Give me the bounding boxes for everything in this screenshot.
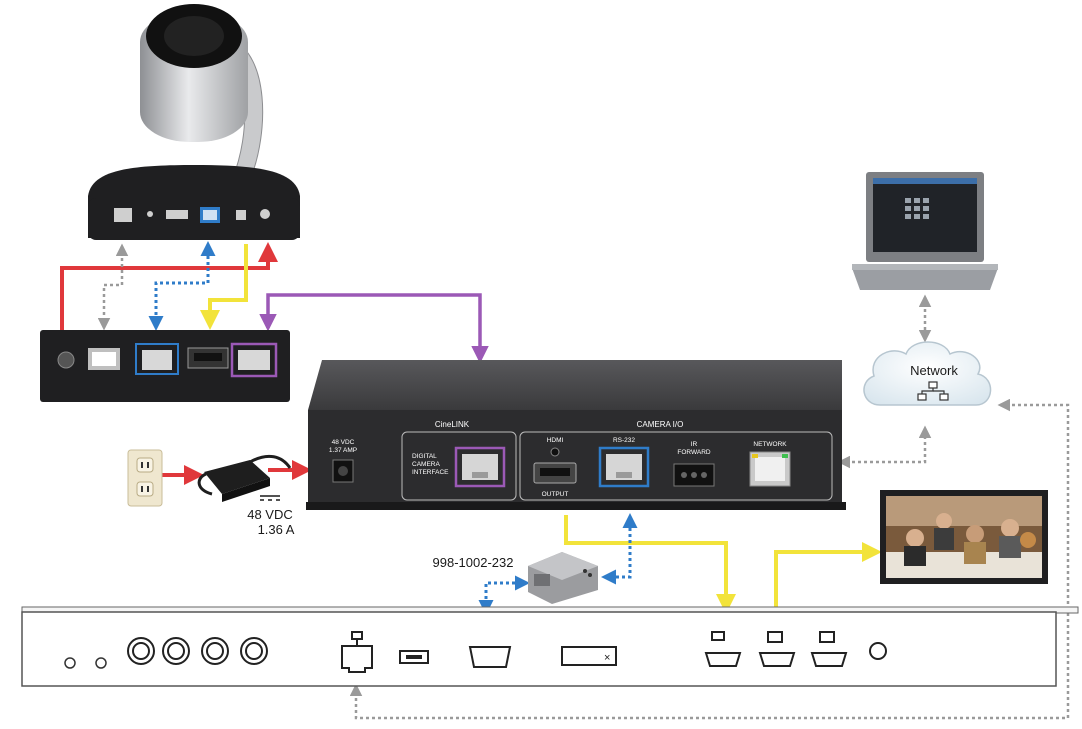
codec-jack-2	[95, 657, 107, 669]
digital-interface-line-2: CAMERA	[412, 461, 440, 468]
main-unit: 48 VDC 1.37 AMP CineLINK DIGITAL CAMERA …	[306, 360, 846, 510]
digital-interface-line-1: DIGITAL	[412, 453, 437, 460]
dc-symbol	[260, 495, 280, 501]
receiver-rs232-port	[135, 343, 179, 375]
codec-hdmi-ports	[704, 631, 848, 667]
rs232-label: RS-232	[613, 437, 635, 444]
network-topology-icon	[917, 381, 949, 401]
network-line-unit	[837, 425, 932, 469]
unit-rs232-port	[598, 446, 650, 488]
unit-power-label-1: 48 VDC	[332, 439, 355, 446]
hdmi-line-camera	[200, 244, 248, 330]
camera-base-ports	[114, 207, 270, 223]
codec-system: ×	[21, 606, 1079, 687]
ptz-camera-icon	[88, 4, 300, 240]
adapter-part-number: 998-1002-232	[433, 555, 514, 570]
power-supply-rating-1: 48 VDC	[247, 507, 293, 522]
receiver-power-jack	[57, 351, 75, 369]
ir-forward-line-1: IR	[691, 441, 698, 448]
svg-text:×: ×	[604, 652, 610, 664]
cinelink-line	[259, 293, 489, 364]
codec-power-button	[869, 642, 887, 660]
codec-jack-1	[64, 657, 76, 669]
power-supply-icon	[197, 454, 292, 502]
hdmi-label: HDMI	[547, 437, 564, 444]
network-line-camera	[97, 243, 129, 331]
hdmi-line-display	[774, 542, 882, 612]
digital-interface-line-3: INTERFACE	[412, 469, 449, 476]
connection-lines	[60, 241, 1070, 720]
power-line-camera	[60, 242, 278, 336]
cinelink-receiver	[40, 330, 290, 402]
camera-port-usb	[166, 210, 188, 219]
serial-line-camera	[148, 241, 216, 331]
camera-port-reset	[147, 211, 153, 217]
codec-usb-port	[399, 650, 429, 664]
wall-outlet-icon	[127, 449, 163, 507]
camera-port-hdmi	[236, 210, 246, 220]
hdmi-line-output	[564, 515, 736, 614]
codec-ethernet-port	[341, 631, 373, 673]
unit-power-label-2: 1.37 AMP	[329, 447, 357, 454]
unit-cinelink-port	[454, 446, 506, 488]
codec-displayport	[561, 646, 617, 666]
serial-adapter-icon	[528, 552, 598, 604]
camera-port-network	[114, 208, 132, 222]
camera-io-title: CAMERA I/O	[637, 420, 684, 429]
network-label: Network	[910, 363, 958, 378]
codec-serial-port	[468, 646, 512, 668]
receiver-cinelink-port	[230, 342, 278, 378]
network-line-codec	[349, 398, 1070, 720]
camera-port-power	[260, 209, 270, 219]
cinelink-title: CineLINK	[435, 420, 470, 429]
display-icon	[880, 490, 1048, 584]
output-label: OUTPUT	[542, 491, 569, 498]
network-cloud: Network	[863, 341, 992, 406]
serial-line-unit	[601, 513, 638, 585]
codec-audio-connectors	[127, 637, 268, 665]
ir-forward-line-2: FORWARD	[677, 449, 711, 456]
power-supply-rating-2: 1.36 A	[258, 522, 295, 537]
laptop-icon	[852, 172, 998, 290]
network-port-label: NETWORK	[753, 441, 787, 448]
